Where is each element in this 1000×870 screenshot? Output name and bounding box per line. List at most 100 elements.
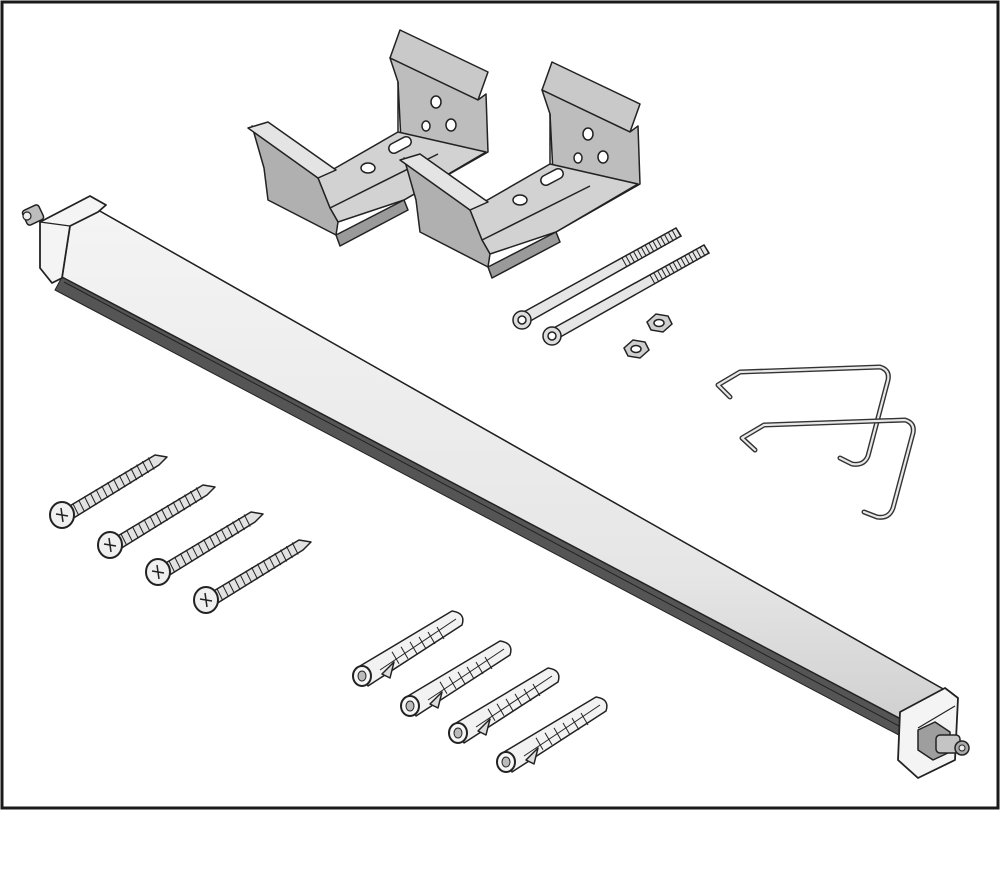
tube-end-cap-left <box>21 195 107 284</box>
thread-mark <box>664 266 671 276</box>
thread-mark <box>684 255 691 265</box>
plug-rib <box>505 698 514 712</box>
plug-fin <box>477 718 491 736</box>
plug-rib <box>475 661 484 675</box>
plug-rib <box>496 703 505 717</box>
thread-mark <box>668 264 675 274</box>
plug-rib <box>544 732 553 746</box>
thread-mark <box>703 244 710 255</box>
screw-thread <box>178 497 186 511</box>
thread-mark <box>629 253 636 263</box>
bracket-hole <box>573 152 583 164</box>
screw-thread <box>243 514 251 527</box>
wood-screw <box>145 511 264 586</box>
plug-fin <box>429 691 443 709</box>
wall-plugs <box>352 610 608 773</box>
wall-plug <box>400 640 512 717</box>
thread-mark <box>640 247 647 257</box>
thread-mark <box>695 249 702 259</box>
plug-hole <box>501 756 511 768</box>
wood-screw <box>49 454 168 529</box>
bracket-hole <box>360 162 376 174</box>
screw-thread <box>233 577 241 591</box>
thread-mark <box>667 232 674 242</box>
thread-mark <box>671 229 678 240</box>
screw-thread <box>141 460 149 474</box>
thread-mark <box>636 249 643 259</box>
plug-hole <box>453 727 463 739</box>
mounting-brackets <box>247 29 641 279</box>
screw-thread <box>78 499 86 513</box>
thread-mark <box>663 234 670 244</box>
thread-mark <box>676 259 683 270</box>
plug-fin <box>525 747 539 765</box>
screw-thread <box>237 517 245 531</box>
hex-nuts <box>623 313 673 359</box>
screw-thread <box>185 549 193 563</box>
plug-hole <box>405 700 415 712</box>
mounting-bracket <box>399 61 641 279</box>
screw-thread <box>216 588 224 601</box>
screw-thread <box>232 521 240 534</box>
thread-mark <box>644 244 651 255</box>
screw-thread <box>222 584 230 598</box>
screw-thread <box>95 489 103 502</box>
thread-mark <box>656 238 663 248</box>
thread-mark <box>652 240 659 251</box>
bracket-side-wall <box>251 125 339 236</box>
bracket-hole <box>582 127 594 141</box>
phillips-slot-icon <box>199 592 213 608</box>
bracket-front-edge <box>335 199 409 247</box>
wood-screw <box>97 484 216 559</box>
screw-thread <box>83 496 91 509</box>
thread-mark <box>680 257 687 268</box>
plug-rib <box>553 727 562 741</box>
screw-thread <box>197 542 205 556</box>
thread-mark <box>691 251 698 261</box>
screw-thread <box>239 574 247 587</box>
wall-plug <box>496 696 608 773</box>
wall-plug <box>352 610 464 687</box>
plug-split <box>427 648 505 701</box>
rod-thread <box>649 244 710 285</box>
hex-nut <box>646 313 673 333</box>
screw-thread <box>107 482 115 495</box>
plug-rib <box>535 737 544 751</box>
plug-rib <box>427 631 436 645</box>
wood-screw <box>193 539 312 614</box>
screw-thread <box>195 487 203 500</box>
screw-thread <box>285 545 293 559</box>
bracket-hole <box>597 150 609 164</box>
screw-thread <box>203 539 211 552</box>
phillips-slot-icon <box>151 564 165 580</box>
thread-mark <box>649 274 656 285</box>
threaded-rods <box>512 227 711 346</box>
thread-mark <box>653 272 660 283</box>
thread-mark <box>625 255 632 266</box>
plug-fin <box>381 661 395 679</box>
plug-rib <box>400 646 409 660</box>
screw-thread <box>226 524 234 538</box>
screw-thread <box>147 457 155 470</box>
screw-thread <box>227 581 235 594</box>
screw-thread <box>131 526 139 539</box>
phillips-slot-icon <box>55 507 69 523</box>
tube-ridge <box>97 209 946 691</box>
plug-rib <box>436 626 445 640</box>
phillips-slot-icon <box>103 537 117 553</box>
thread-mark <box>657 270 664 280</box>
screw-thread <box>220 528 228 541</box>
screw-thread <box>160 508 168 521</box>
plug-split <box>379 618 457 671</box>
screw-thread <box>251 567 259 580</box>
thread-mark <box>661 268 668 278</box>
bracket-hole <box>421 120 431 132</box>
plug-rib <box>448 676 457 690</box>
plug-rib <box>418 636 427 650</box>
tube-lower-line <box>63 281 915 735</box>
screw-thread <box>245 570 253 584</box>
screw-thread <box>137 522 145 536</box>
hex-nut <box>623 339 650 359</box>
screw-thread <box>72 503 80 516</box>
